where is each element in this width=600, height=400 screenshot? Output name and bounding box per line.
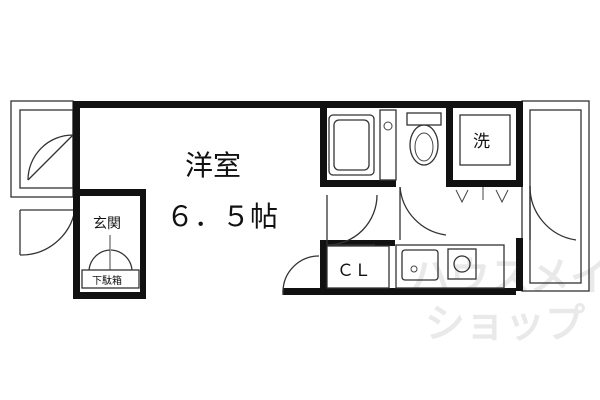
shoe-box-label: 下駄箱 xyxy=(92,274,122,287)
washer-label: 洗 xyxy=(473,132,490,152)
closet-label: ＣＬ xyxy=(337,261,371,281)
bathroom-door xyxy=(399,186,447,240)
entrance-label: 玄関 xyxy=(93,215,121,232)
western-room-size: ６．５帖 xyxy=(166,200,278,233)
kitchen xyxy=(395,244,505,289)
entrance-door xyxy=(19,209,76,256)
closet-door xyxy=(282,255,320,295)
washer-space: 洗 xyxy=(455,114,511,204)
shoe-box: 下駄箱 xyxy=(81,235,140,289)
balcony-left xyxy=(10,100,74,198)
closet: ＣＬ xyxy=(326,245,390,289)
western-room-name: 洋室 xyxy=(185,149,241,182)
room-door xyxy=(326,194,378,246)
watermark-line2: ショップ xyxy=(425,301,585,347)
balcony-right xyxy=(521,100,590,292)
bathroom xyxy=(328,109,442,181)
walls xyxy=(73,101,523,299)
